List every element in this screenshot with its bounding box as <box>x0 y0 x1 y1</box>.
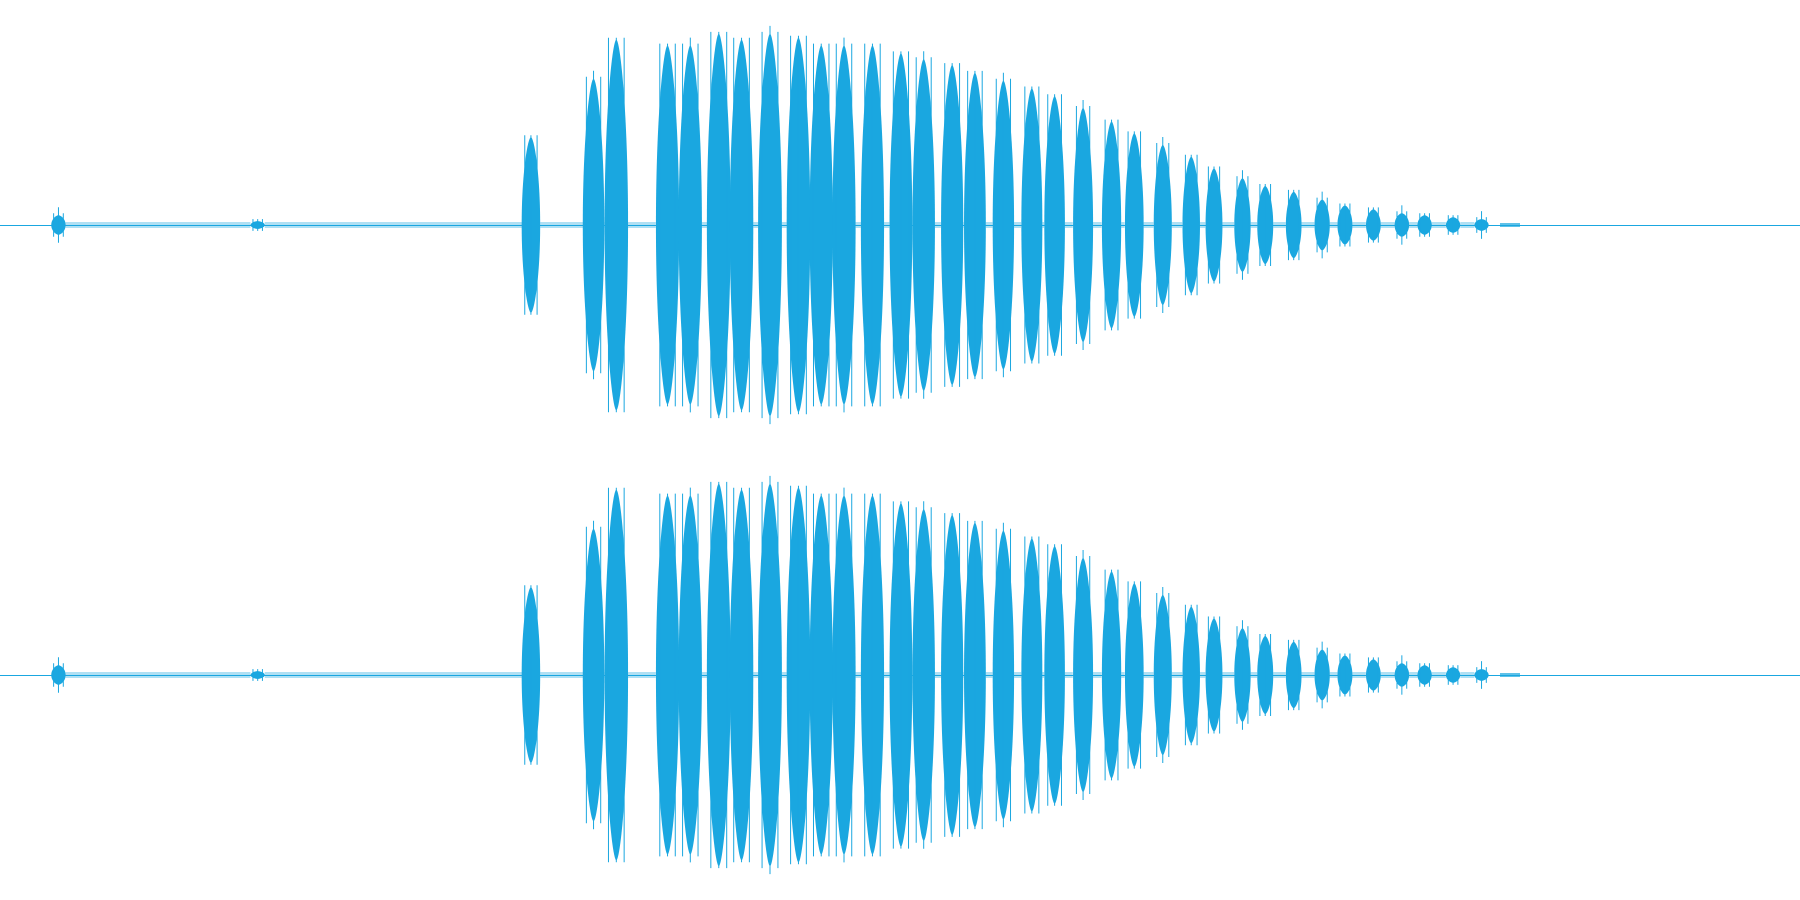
waveform-connector <box>701 672 708 678</box>
waveform-connector <box>1222 222 1235 228</box>
waveform-connector <box>1250 672 1258 678</box>
waveform-connector <box>540 672 585 678</box>
waveform-connector <box>701 222 708 228</box>
waveform-connector <box>1273 672 1286 678</box>
waveform-connector <box>753 672 759 678</box>
waveform-connector <box>1093 222 1102 228</box>
waveform-connector <box>1329 222 1338 228</box>
waveform-channel-right[interactable] <box>0 450 1800 900</box>
waveform-connector <box>1014 672 1022 678</box>
waveform-connector <box>1199 222 1206 228</box>
waveform-connector <box>985 222 993 228</box>
waveform-connector <box>1121 222 1125 228</box>
waveform-connector <box>1409 672 1418 678</box>
waveform-connector <box>65 672 251 678</box>
waveform-connector <box>1064 672 1073 678</box>
waveform-connector <box>1409 222 1418 228</box>
waveform-connector <box>963 672 964 678</box>
waveform-connector <box>1273 222 1286 228</box>
waveform-connector <box>628 222 656 228</box>
waveform-connector <box>264 672 524 678</box>
waveform-connector <box>1431 672 1446 678</box>
waveform-connector <box>1431 222 1446 228</box>
waveform-connector <box>1171 672 1183 678</box>
waveform-connector <box>1460 672 1475 678</box>
waveform-connector <box>1250 222 1258 228</box>
waveform-connector <box>1121 672 1125 678</box>
waveform-tail <box>1500 673 1520 677</box>
waveform-connector <box>1460 222 1475 228</box>
waveform-connector <box>753 222 759 228</box>
waveform-left-canvas <box>0 25 1800 425</box>
waveform-channel-left[interactable] <box>0 0 1800 450</box>
waveform-connector <box>855 222 861 228</box>
waveform-connector <box>884 222 890 228</box>
waveform-connector <box>1301 222 1315 228</box>
waveform-connector <box>1171 222 1183 228</box>
waveform-connector <box>884 672 890 678</box>
waveform-connector <box>1064 222 1073 228</box>
waveform-connector <box>781 672 787 678</box>
waveform-connector <box>985 672 993 678</box>
waveform-connector <box>628 672 656 678</box>
waveform-connector <box>934 672 941 678</box>
waveform-connector <box>1199 672 1206 678</box>
waveform-connector <box>1329 672 1338 678</box>
waveform-connector <box>1014 222 1022 228</box>
waveform-connector <box>1380 222 1395 228</box>
waveform-connector <box>1301 672 1315 678</box>
waveform-connector <box>934 222 941 228</box>
waveform-connector <box>1143 672 1154 678</box>
waveform-connector <box>1222 672 1235 678</box>
waveform-connector <box>1352 672 1366 678</box>
waveform-connector <box>1380 672 1395 678</box>
waveform-connector <box>1352 222 1366 228</box>
waveform-connector <box>65 222 251 228</box>
waveform-connector <box>1093 672 1102 678</box>
waveform-tail <box>1500 223 1520 227</box>
waveform-connector <box>1042 672 1045 678</box>
waveform-connector <box>1042 222 1045 228</box>
waveform-connector <box>540 222 585 228</box>
waveform-connector <box>855 672 861 678</box>
waveform-connector <box>963 222 964 228</box>
waveform-connector <box>1143 222 1154 228</box>
waveform-connector <box>781 222 787 228</box>
waveform-right-canvas <box>0 475 1800 875</box>
waveform-connector <box>264 222 524 228</box>
